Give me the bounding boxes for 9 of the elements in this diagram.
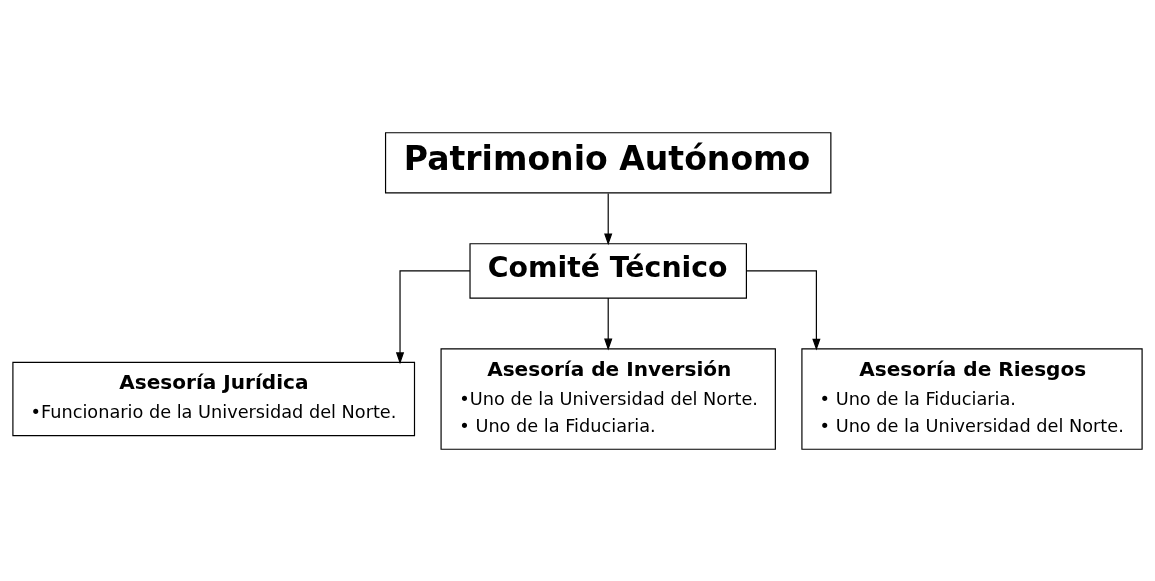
node-box: Asesoría de Riesgos • Uno de la Fiduciaria. • Uno de la Universidad del Norte. [801,347,1143,450]
arrow [395,269,471,364]
node-box: Comité Técnico [469,242,747,299]
arrow [604,297,613,350]
node-box: Patrimonio Autónomo [384,131,832,194]
node-box: Asesoría Jurídica •Funcionario de la Universidad del Norte. [12,361,416,436]
arrow [745,269,821,351]
arrow [604,192,613,245]
node-box: Asesoría de Inversión •Uno de la Universidad del Norte. • Uno de la Fiduciaria. [440,347,776,450]
